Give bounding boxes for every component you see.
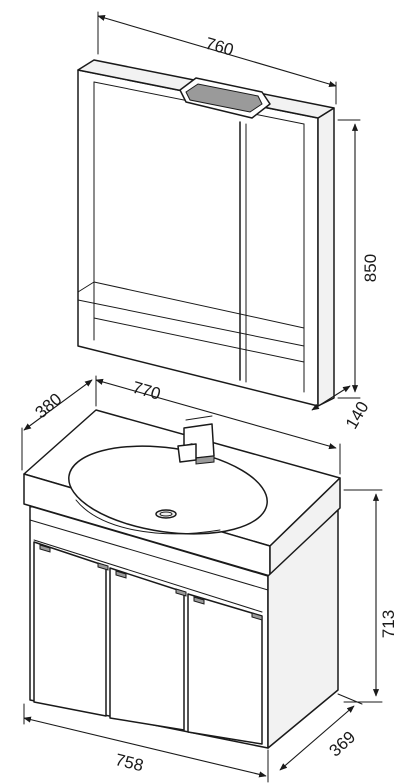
vanity-unit [23,409,341,749]
label-cabinet-width: 760 [203,34,236,60]
label-vanity-width: 770 [130,378,163,404]
label-cabinet-depth: 140 [342,398,373,432]
door-middle [109,567,185,731]
faucet [177,415,215,465]
label-vanity-base-depth: 369 [325,727,359,760]
label-vanity-height: 713 [379,610,398,638]
dimension-vanity-height: 713 [343,489,398,703]
basin [68,445,268,535]
label-cabinet-height: 850 [361,254,380,282]
dimension-cabinet-height: 850 [337,119,380,399]
label-vanity-base-width: 758 [113,750,145,775]
door-right [187,593,263,745]
mirror-cabinet [77,59,335,407]
door-left [33,541,107,717]
label-vanity-depth: 380 [31,389,65,422]
